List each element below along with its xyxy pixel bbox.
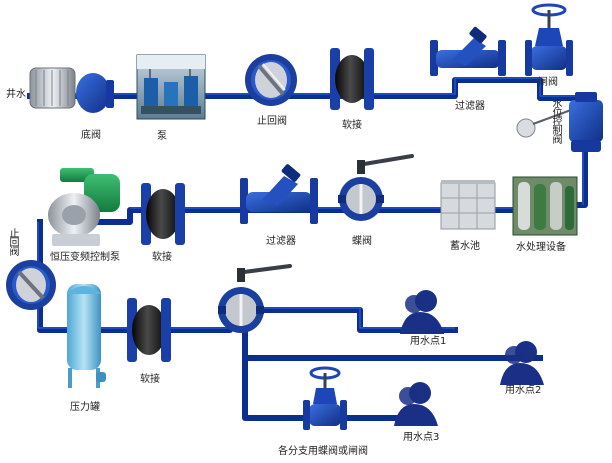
person-icon bbox=[400, 290, 444, 334]
pipe-branch-2 bbox=[242, 327, 543, 361]
check-valve-icon bbox=[245, 54, 297, 106]
label-gate-valve-top: 闸阀 bbox=[538, 77, 558, 88]
label-foot-valve: 底阀 bbox=[81, 130, 101, 141]
label-soft-joint-top: 软接 bbox=[342, 120, 362, 131]
booster-pump-icon bbox=[48, 168, 120, 246]
gate-valve-icon bbox=[525, 3, 573, 76]
person-icon bbox=[394, 382, 438, 426]
label-check-valve-top: 止回阀 bbox=[257, 116, 287, 127]
label-variable-freq-pump: 恒压变频控制泵 bbox=[50, 252, 120, 263]
soft-joint-icon bbox=[330, 48, 374, 110]
person-icon bbox=[500, 341, 544, 385]
label-strainer-top: 过滤器 bbox=[455, 101, 485, 112]
label-storage-tank: 蓄水池 bbox=[450, 241, 480, 252]
label-point-2: 用水点2 bbox=[505, 385, 542, 396]
label-water-treatment: 水处理设备 bbox=[516, 242, 566, 253]
pipe-branch-3 bbox=[242, 355, 423, 421]
label-point-1: 用水点1 bbox=[410, 336, 447, 347]
y-strainer-icon bbox=[240, 164, 318, 224]
float-valve-icon bbox=[516, 92, 603, 152]
label-level-control-valve: 水位控制阀 bbox=[550, 98, 561, 143]
treatment-equipment-photo bbox=[512, 176, 578, 236]
pipe-network bbox=[27, 77, 588, 421]
pump-room-photo bbox=[136, 54, 206, 120]
label-pump: 泵 bbox=[157, 131, 167, 142]
label-soft-joint-mid: 软接 bbox=[152, 252, 172, 263]
gate-valve-icon bbox=[303, 366, 347, 430]
storage-tank-icon bbox=[440, 180, 496, 230]
label-check-valve-left: 止回阀 bbox=[7, 228, 18, 255]
label-butterfly-valve-mid: 蝶阀 bbox=[352, 236, 372, 247]
butterfly-valve-icon bbox=[218, 264, 292, 333]
label-strainer-mid: 过滤器 bbox=[266, 236, 296, 247]
pressure-tank-icon bbox=[67, 284, 106, 388]
soft-joint-icon bbox=[141, 183, 185, 245]
label-branch-valve: 各分支用蝶阀或闸阀 bbox=[278, 446, 368, 457]
label-well-water: 井水 bbox=[6, 89, 26, 100]
foot-valve-icon bbox=[29, 67, 114, 113]
label-point-3: 用水点3 bbox=[403, 432, 440, 443]
butterfly-valve-icon bbox=[338, 154, 414, 221]
check-valve-icon bbox=[6, 260, 56, 310]
label-soft-joint-bottom: 软接 bbox=[140, 374, 160, 385]
label-pressure-tank: 压力罐 bbox=[70, 402, 100, 413]
y-strainer-icon bbox=[430, 26, 506, 76]
soft-joint-icon bbox=[127, 298, 171, 362]
